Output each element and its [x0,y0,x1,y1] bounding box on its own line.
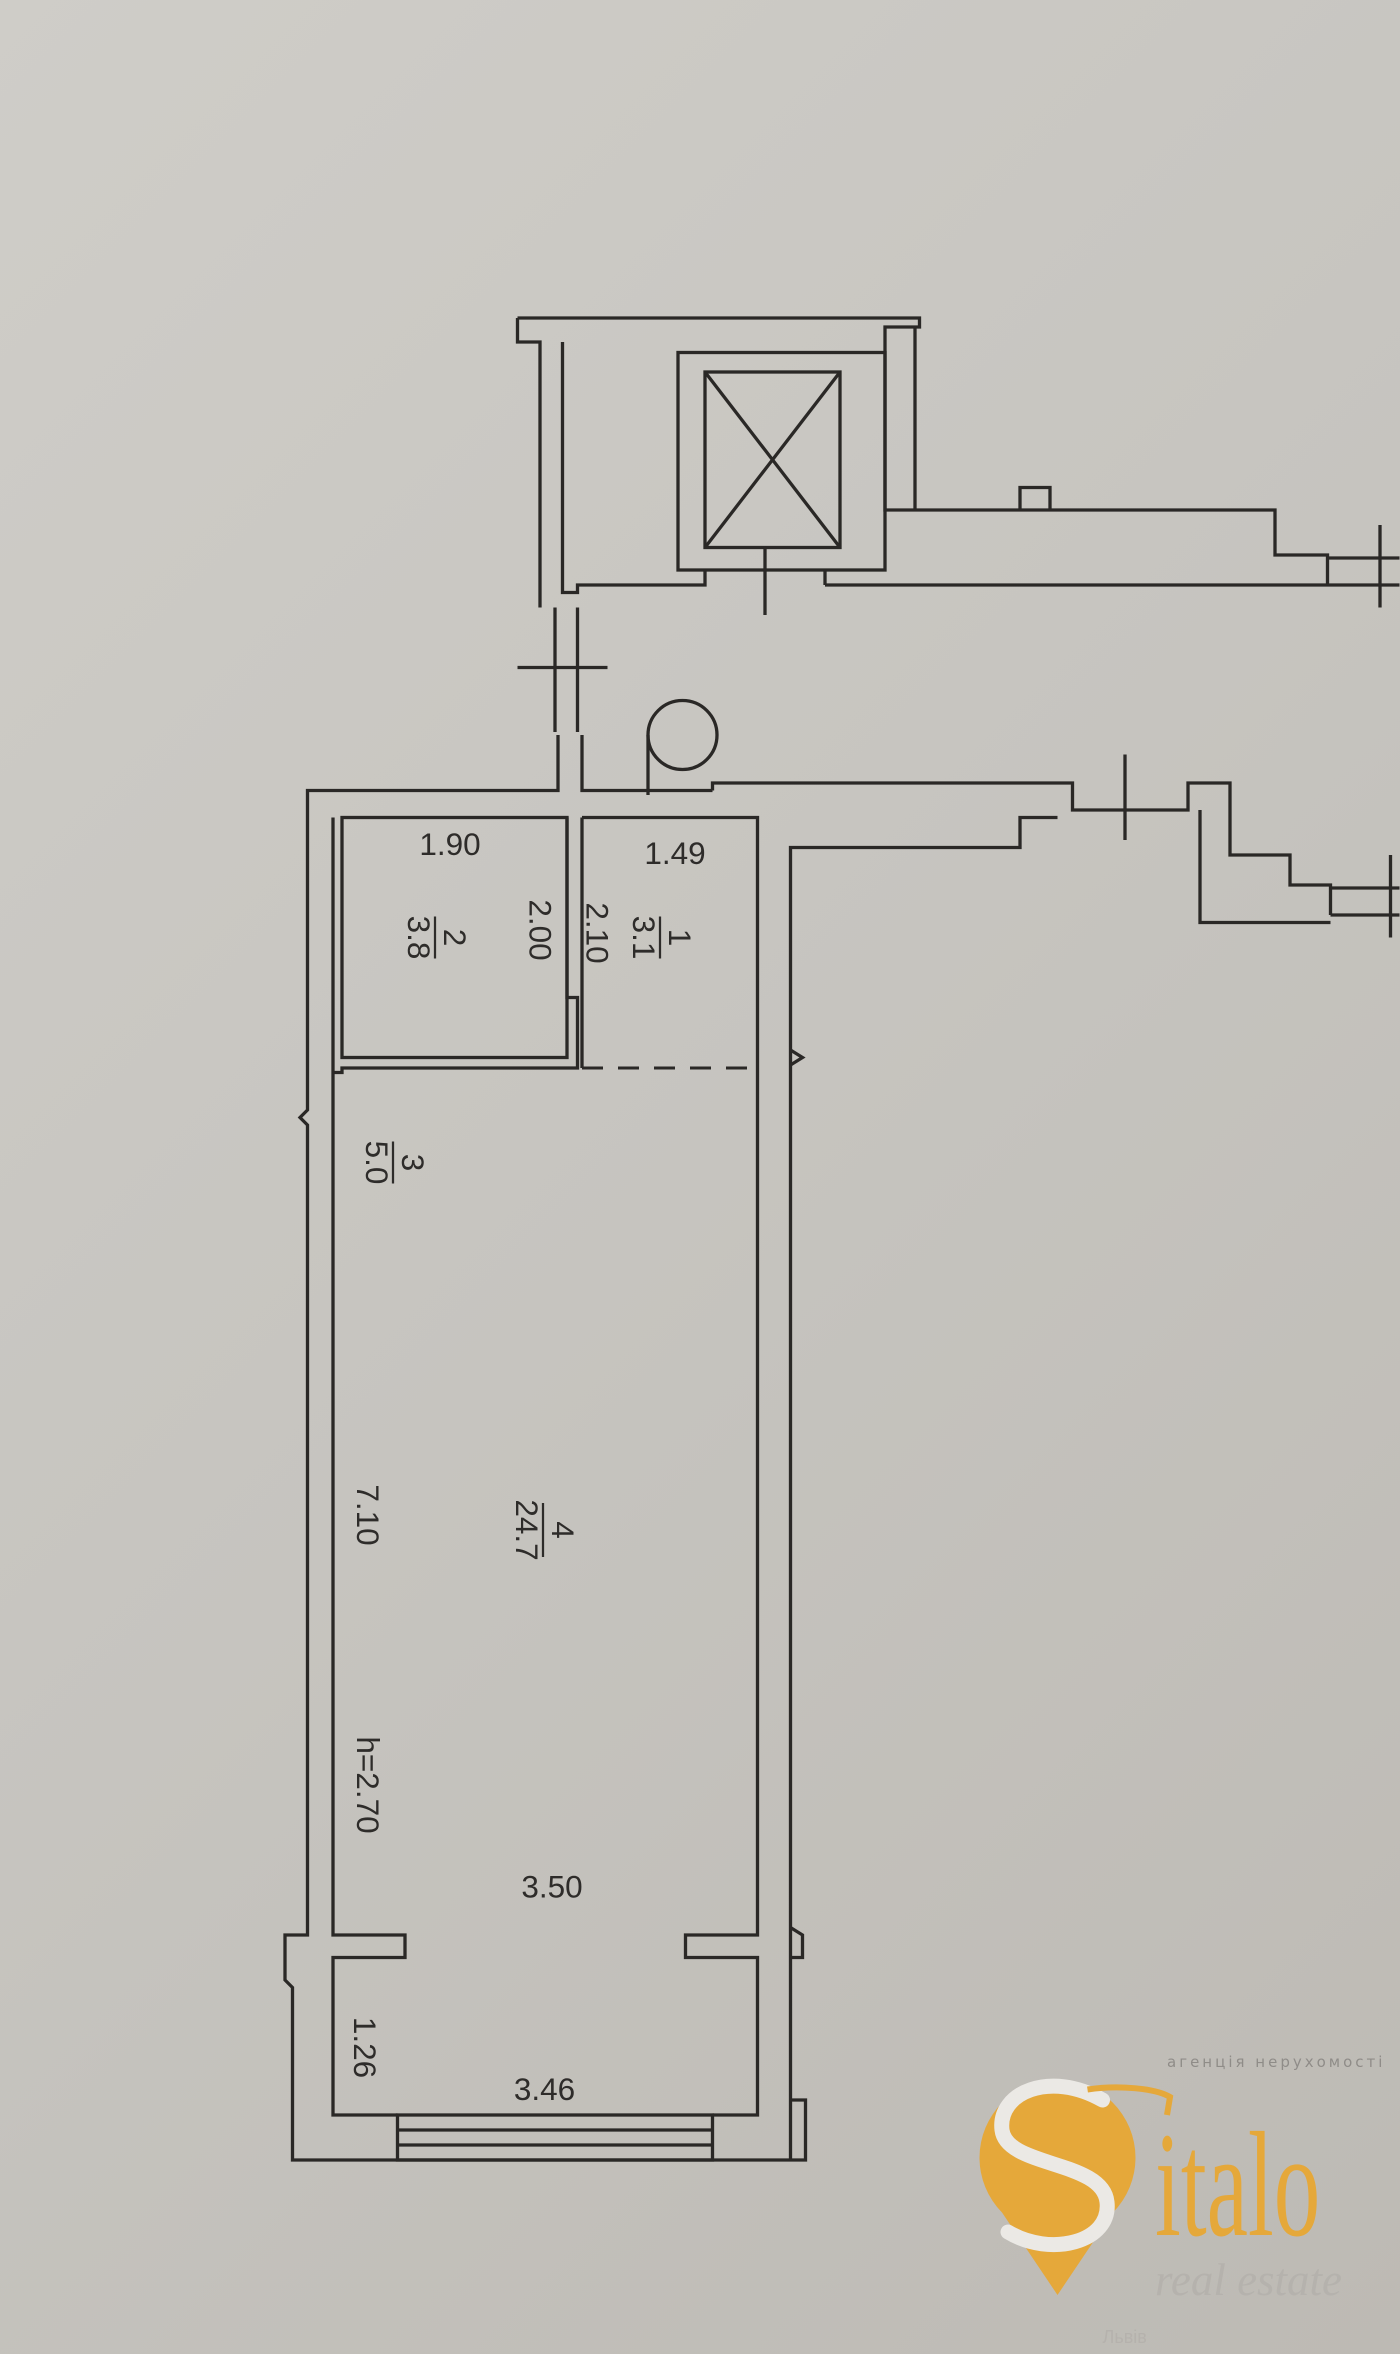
balcony-window [395,2113,715,2162]
elevator-shaft [515,316,1400,615]
svg-text:24.7: 24.7 [509,1499,545,1560]
svg-text:1: 1 [662,929,698,947]
room2-width-label: 1.90 [419,826,480,862]
room1-width-label: 1.49 [644,835,705,871]
svg-text:5.0: 5.0 [359,1141,395,1185]
riser-circle-icon [646,698,719,772]
balcony-depth-label: 1.26 [347,2017,383,2078]
ceiling-height-label: h=2.70 [350,1736,386,1833]
logo-city: Львів [1103,2327,1147,2347]
svg-text:3.8: 3.8 [401,916,437,960]
room-3-label: 3 5.0 [359,1141,431,1185]
logo-tagline: агенція нерухомості [1167,2053,1385,2071]
map-pin-icon [979,2079,1136,2295]
svg-text:4: 4 [545,1521,581,1539]
room-4-label: 4 24.7 [509,1499,581,1560]
logo-brand: italo [1155,2102,1320,2268]
svg-text:3: 3 [395,1154,431,1172]
balcony-width-label: 3.46 [514,2071,575,2107]
room1-length-label: 2.10 [580,902,616,963]
corridor [710,754,1400,2160]
room4-width-label: 3.50 [521,1869,582,1905]
entry-door [517,607,719,795]
room-1-label: 1 3.1 [626,916,698,960]
svg-text:3.1: 3.1 [626,916,662,960]
sitalo-logo: italo агенція нерухомості real estate Ль… [979,2053,1385,2347]
room-2-label: 2 3.8 [401,916,473,960]
logo-subtitle: real estate [1155,2255,1342,2305]
svg-text:2: 2 [437,929,473,947]
apartment-walls [283,735,808,2162]
room4-length-label: 7.10 [350,1484,386,1545]
room2-length-label: 2.00 [523,899,559,960]
